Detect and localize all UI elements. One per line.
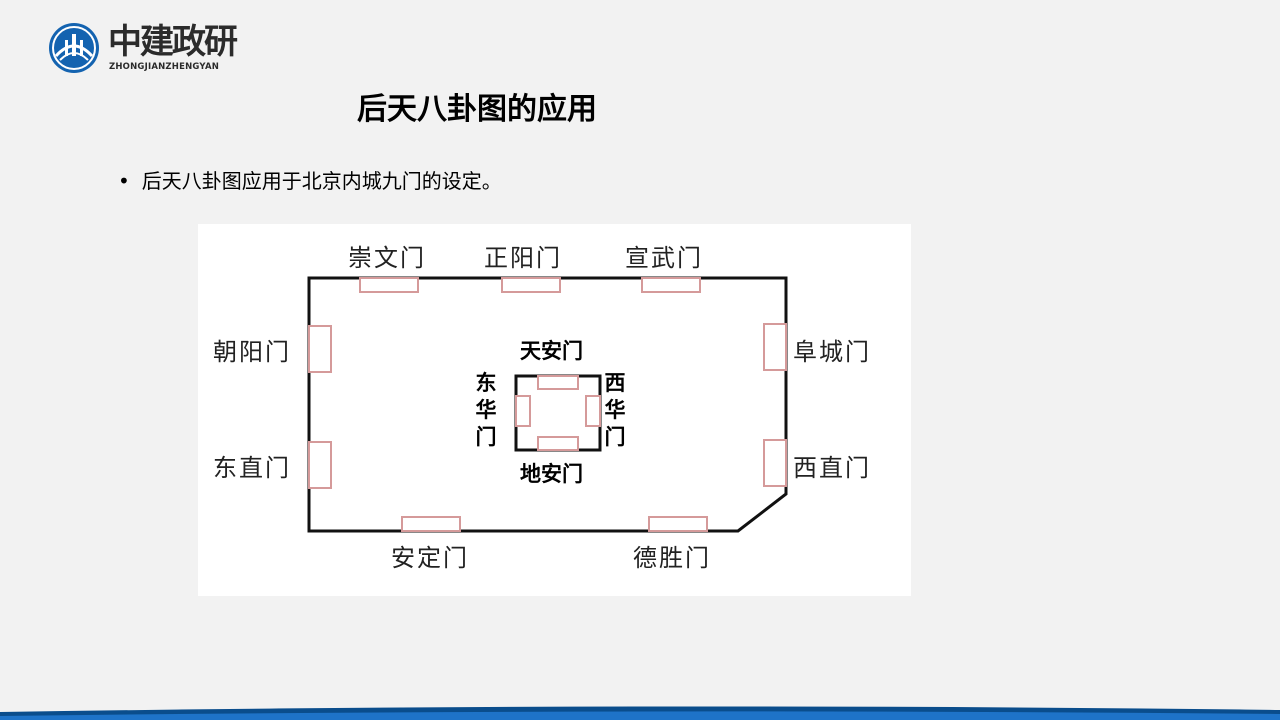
gate-marker-top-left [359,277,419,293]
gate-label-right-lower: 西直门 [793,454,871,482]
gate-label-left-lower: 东直门 [213,454,291,482]
gate-label-left-upper: 朝阳门 [213,338,291,366]
bullet-text: 后天八卦图应用于北京内城九门的设定。 [141,169,502,193]
gate-marker-right-lower [763,439,787,487]
bullet-dot: • [118,169,130,193]
gate-marker-left-lower [308,441,332,489]
bullet-item: • 后天八卦图应用于北京内城九门的设定。 [118,165,502,194]
gate-marker-bottom-right [648,516,708,532]
outer-wall [307,276,788,533]
inner-gate-marker-right [585,395,601,427]
company-logo: 中建政研 ZHONGJIANZHENGYAN [48,22,268,74]
diagram-canvas [307,276,788,533]
inner-gate-marker-left [515,395,531,427]
gate-marker-right-upper [763,323,787,371]
inner-gate-label-right: 西华门 [604,371,626,449]
gate-label-right-upper: 阜城门 [793,338,871,366]
gate-label-top-right: 宣武门 [625,244,703,272]
gate-marker-top-right [641,277,701,293]
gate-label-bottom-left: 安定门 [391,544,469,572]
city-gates-diagram: 崇文门 正阳门 宣武门 朝阳门 东直门 阜城门 西直门 安定门 德胜门 天安门 … [198,224,911,596]
logo-name: 中建政研 [108,22,238,62]
inner-gate-label-bottom: 地安门 [520,462,583,486]
gate-marker-left-upper [308,325,332,373]
bottom-decorative-band [0,706,1280,720]
slide-title: 后天八卦图的应用 [357,92,597,127]
gate-marker-bottom-left [401,516,461,532]
inner-gate-marker-bottom [537,436,579,451]
gate-label-bottom-right: 德胜门 [633,544,711,572]
inner-gate-label-left: 东华门 [475,371,497,449]
logo-subtitle: ZHONGJIANZHENGYAN [109,62,220,72]
gate-label-top-center: 正阳门 [484,244,562,272]
gate-marker-top-center [501,277,561,293]
gate-label-top-left: 崇文门 [348,244,426,272]
inner-gate-label-top: 天安门 [520,339,583,363]
logo-emblem-icon [49,23,99,73]
inner-gate-marker-top [537,375,579,390]
